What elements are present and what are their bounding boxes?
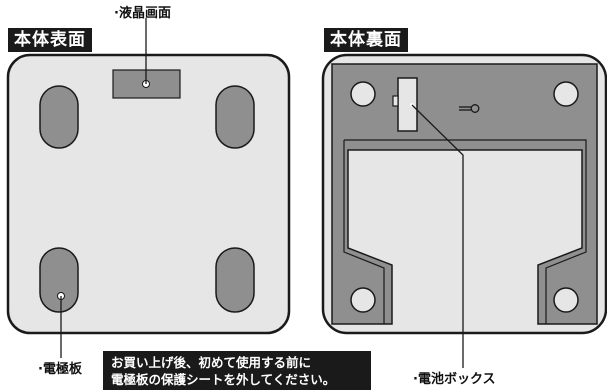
battery-leader-line (411, 104, 464, 368)
battery-box-latch (392, 95, 399, 107)
back-frame-inner-edge (343, 139, 587, 324)
battery-box (397, 77, 418, 132)
back-view-tag: 本体裏面 (324, 28, 408, 52)
notice-line-1: お買い上げ後、初めて使用する前に (111, 355, 312, 370)
foot-pad-top-left (39, 85, 79, 149)
screw-top-left (350, 81, 376, 107)
foot-pad-top-right (215, 85, 255, 149)
electrode-callout: ·電極板 (38, 362, 82, 377)
screw-bottom-right (553, 287, 579, 313)
foot-pad-bottom-right (215, 247, 255, 313)
front-view (6, 18, 291, 358)
back-view (321, 53, 607, 368)
protective-sheet-notice: お買い上げ後、初めて使用する前に 電極板の保護シートを外してください。 (103, 351, 371, 390)
lcd-callout: ·液晶画面 (114, 6, 171, 21)
screw-top-right (553, 81, 579, 107)
screw-bottom-left (350, 287, 376, 313)
notice-line-2: 電極板の保護シートを外してください。 (111, 372, 336, 387)
front-view-tag: 本体表面 (8, 28, 92, 52)
electrode-pad-bottom-left (39, 247, 79, 313)
battery-callout: ·電池ボックス (413, 372, 496, 387)
unit-switch-icon (459, 104, 480, 113)
